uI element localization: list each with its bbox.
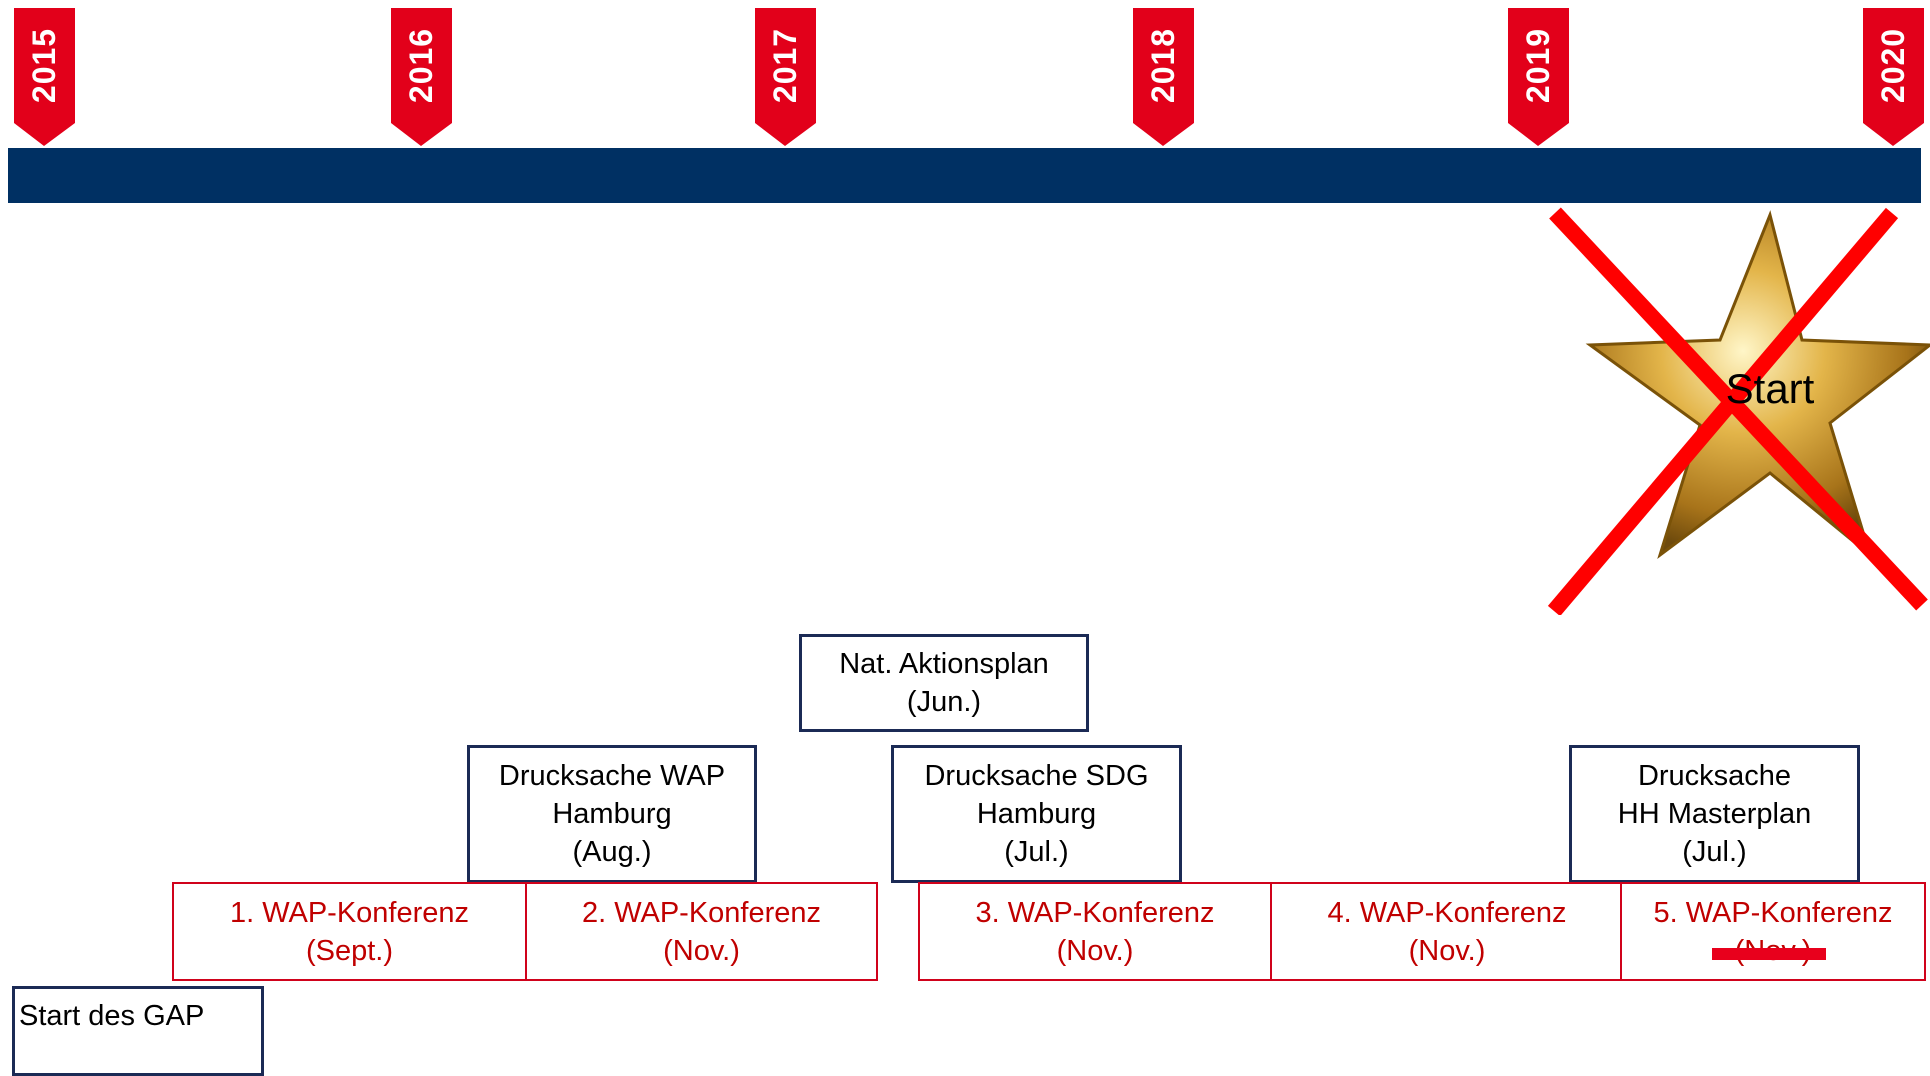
conference-date: (Nov.) [1408,934,1486,967]
doc-line: (Jul.) [1004,836,1069,868]
gap-start-label: Start des GAP [19,1000,205,1032]
year-label: 2015 [26,27,62,104]
gap-start-box: Start des GAP [12,986,264,1076]
strike-through-mark [1712,948,1826,960]
conference-name: 4. WAP-Konferenz [1327,896,1567,929]
conference-box-1: 1. WAP-Konferenz (Sept.) [172,882,527,981]
conference-box-5: 5. WAP-Konferenz (Nov.) [1620,882,1926,981]
doc-line: Nat. Aktionsplan [839,648,1049,680]
year-label: 2017 [767,27,803,104]
conference-box-3: 3. WAP-Konferenz (Nov.) [918,882,1272,981]
year-flag-2016: 2016 [391,8,452,146]
conference-name: 5. WAP-Konferenz [1653,896,1893,929]
timeline-bar [8,148,1921,203]
conference-name: 3. WAP-Konferenz [975,896,1215,929]
star-label: Start [1725,365,1815,412]
doc-box-drucksache-wap: Drucksache WAP Hamburg (Aug.) [467,745,757,883]
year-label: 2019 [1520,27,1556,104]
conference-name: 2. WAP-Konferenz [581,896,822,929]
star-shape [1585,210,1930,560]
year-flag-2015: 2015 [14,8,75,146]
year-flag-2020: 2020 [1863,8,1924,146]
start-star: Start [1540,205,1930,615]
conference-date: (Sept.) [305,934,394,967]
cross-line-right [1547,207,1899,615]
conference-box-4: 4. WAP-Konferenz (Nov.) [1270,882,1624,981]
conference-name: 1. WAP-Konferenz [229,896,470,929]
doc-box-nat-aktionsplan: Nat. Aktionsplan (Jun.) [799,634,1089,732]
conference-date: (Nov.) [1056,934,1134,967]
year-flag-2017: 2017 [755,8,816,146]
doc-box-drucksache-sdg: Drucksache SDG Hamburg (Jul.) [891,745,1182,883]
conference-date: (Nov.) [663,934,740,967]
doc-line: (Aug.) [572,836,652,868]
year-flag-2018: 2018 [1133,8,1194,146]
cross-line-left [1549,207,1928,611]
year-flag-2019: 2019 [1508,8,1569,146]
conference-box-2: 2. WAP-Konferenz (Nov.) [525,882,878,981]
doc-line: HH Masterplan [1617,798,1812,830]
doc-line: Drucksache [1637,760,1792,792]
year-label: 2018 [1145,27,1181,104]
doc-line: Hamburg [976,798,1097,830]
year-label: 2020 [1875,27,1911,104]
year-label: 2016 [403,27,439,104]
doc-line: (Jul.) [1682,836,1747,868]
doc-line: Drucksache WAP [498,760,726,792]
doc-line: (Jun.) [906,686,982,718]
doc-line: Hamburg [552,798,672,830]
doc-line: Drucksache SDG [924,760,1149,792]
doc-box-hh-masterplan: Drucksache HH Masterplan (Jul.) [1569,745,1860,883]
